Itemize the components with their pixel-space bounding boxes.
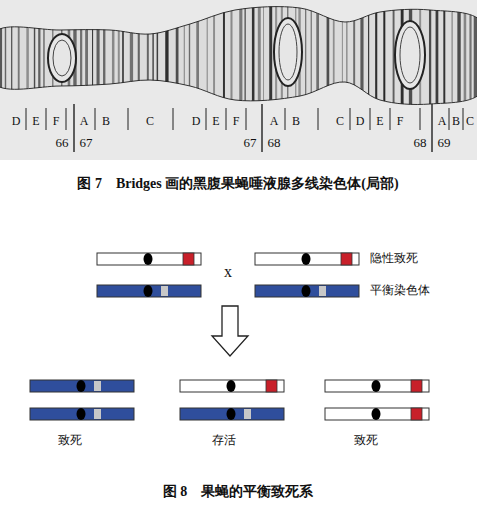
balancer-chromosome bbox=[30, 380, 134, 392]
lethal-chromosome bbox=[325, 380, 429, 392]
band-letter: A bbox=[438, 115, 447, 128]
genotype-outcome: 致死 bbox=[354, 434, 378, 447]
division-number: 67 bbox=[80, 136, 93, 150]
band-letter: D bbox=[12, 115, 21, 128]
band-ruler bbox=[26, 104, 463, 152]
balancer-chromosome bbox=[30, 408, 134, 420]
division-number: 68 bbox=[268, 136, 281, 150]
balancer-chromosome bbox=[180, 408, 284, 420]
band-letter: E bbox=[212, 115, 219, 128]
band-letter: A bbox=[270, 115, 279, 128]
band-letter: C bbox=[336, 115, 344, 128]
balancer-chromosome bbox=[97, 285, 201, 297]
lethal-chromosome bbox=[325, 408, 429, 420]
chromosome-label: 隐性致死 bbox=[370, 252, 418, 265]
figure-caption: 图 8 果蝇的平衡致死系 bbox=[163, 484, 314, 499]
division-number: 69 bbox=[438, 136, 451, 150]
chromosome-label: 平衡染色体 bbox=[370, 284, 430, 297]
band-letter: F bbox=[397, 115, 404, 128]
figure-caption: 图 7 Bridges 画的黑腹果蝇唾液腺多线染色体(局部) bbox=[77, 176, 398, 191]
band-letter: D bbox=[356, 115, 365, 128]
lethal-chromosome bbox=[97, 253, 201, 265]
chromosome-outline bbox=[0, 7, 477, 105]
genotype-outcome: 存活 bbox=[212, 434, 236, 447]
down-arrow bbox=[212, 306, 248, 356]
balancer-chromosome bbox=[255, 285, 359, 297]
band-letter: C bbox=[466, 115, 474, 128]
band-letter: E bbox=[376, 115, 383, 128]
lethal-chromosome bbox=[180, 380, 284, 392]
band-letter: F bbox=[53, 115, 60, 128]
lethal-chromosome bbox=[255, 253, 359, 265]
band-letter: C bbox=[146, 115, 154, 128]
band-letter: A bbox=[80, 115, 89, 128]
band-letter: B bbox=[102, 115, 110, 128]
band-letter: B bbox=[292, 115, 300, 128]
band-letter: F bbox=[233, 115, 240, 128]
chromosome-bands bbox=[0, 0, 477, 120]
band-letter: B bbox=[452, 115, 460, 128]
division-number: 66 bbox=[56, 136, 69, 150]
cross-sign: x bbox=[224, 263, 232, 281]
genotype-outcome: 致死 bbox=[58, 434, 82, 447]
division-number: 67 bbox=[244, 136, 257, 150]
division-number: 68 bbox=[414, 136, 427, 150]
band-letter: E bbox=[32, 115, 39, 128]
band-letter: D bbox=[192, 115, 201, 128]
